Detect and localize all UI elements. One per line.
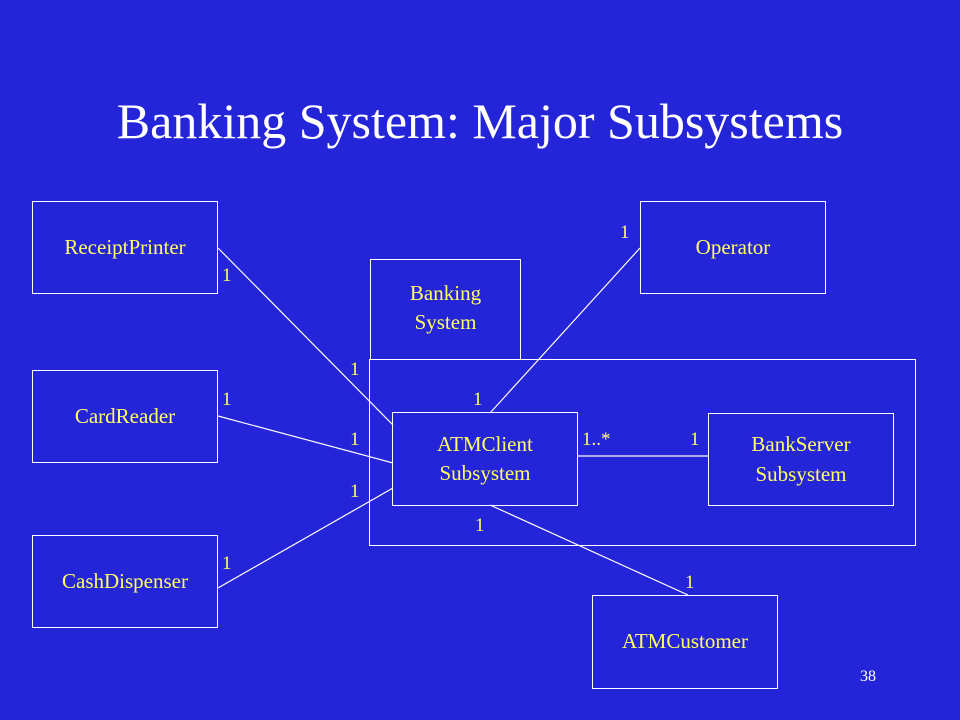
mult-cardreader-end: 1 (222, 389, 232, 410)
operator-box: Operator (640, 201, 826, 294)
mult-server-end: 1 (690, 429, 700, 450)
cashdispenser-box: CashDispenser (32, 535, 218, 628)
mult-customer-end: 1 (685, 572, 695, 593)
mult-receiptprinter-end: 1 (222, 265, 232, 286)
atmcustomer-box: ATMCustomer (592, 595, 778, 689)
link-receiptprinter-atmclient (217, 247, 394, 426)
cardreader-label: CardReader (74, 403, 176, 428)
cardreader-box: CardReader (32, 370, 218, 463)
mult-customer-client-end: 1 (475, 515, 485, 536)
receiptprinter-box: ReceiptPrinter (32, 201, 218, 294)
mult-card-client-end: 1 (350, 429, 360, 450)
operator-label: Operator (695, 234, 771, 259)
link-operator-atmclient (489, 247, 641, 414)
page-title: Banking System: Major Subsystems (116, 93, 844, 149)
bankserver-subsystem-label: BankServer Subsystem (751, 432, 851, 486)
bankserver-subsystem-box: BankServer Subsystem (708, 413, 894, 506)
mult-client-server-end: 1..* (582, 429, 611, 450)
link-cardreader-atmclient (217, 415, 394, 464)
receiptprinter-label: ReceiptPrinter (64, 234, 186, 259)
atmclient-subsystem-box: ATMClient Subsystem (392, 412, 578, 506)
mult-operator-end: 1 (620, 222, 630, 243)
banking-system-package-tab (370, 259, 521, 360)
mult-receipt-client-end: 1 (350, 359, 360, 380)
cashdispenser-label: CashDispenser (62, 568, 188, 593)
link-cashdispenser-atmclient (217, 487, 394, 589)
mult-cashdispenser-end: 1 (222, 553, 232, 574)
link-atmclient-atmcustomer (489, 504, 689, 596)
mult-cash-client-end: 1 (350, 481, 360, 502)
mult-operator-client-end: 1 (473, 389, 483, 410)
atmcustomer-label: ATMCustomer (622, 629, 748, 654)
banking-system-package (369, 359, 916, 546)
page-number: 38 (860, 668, 876, 685)
banking-system-package-label: Banking System (409, 281, 482, 335)
atmclient-subsystem-label: ATMClient Subsystem (437, 431, 533, 485)
